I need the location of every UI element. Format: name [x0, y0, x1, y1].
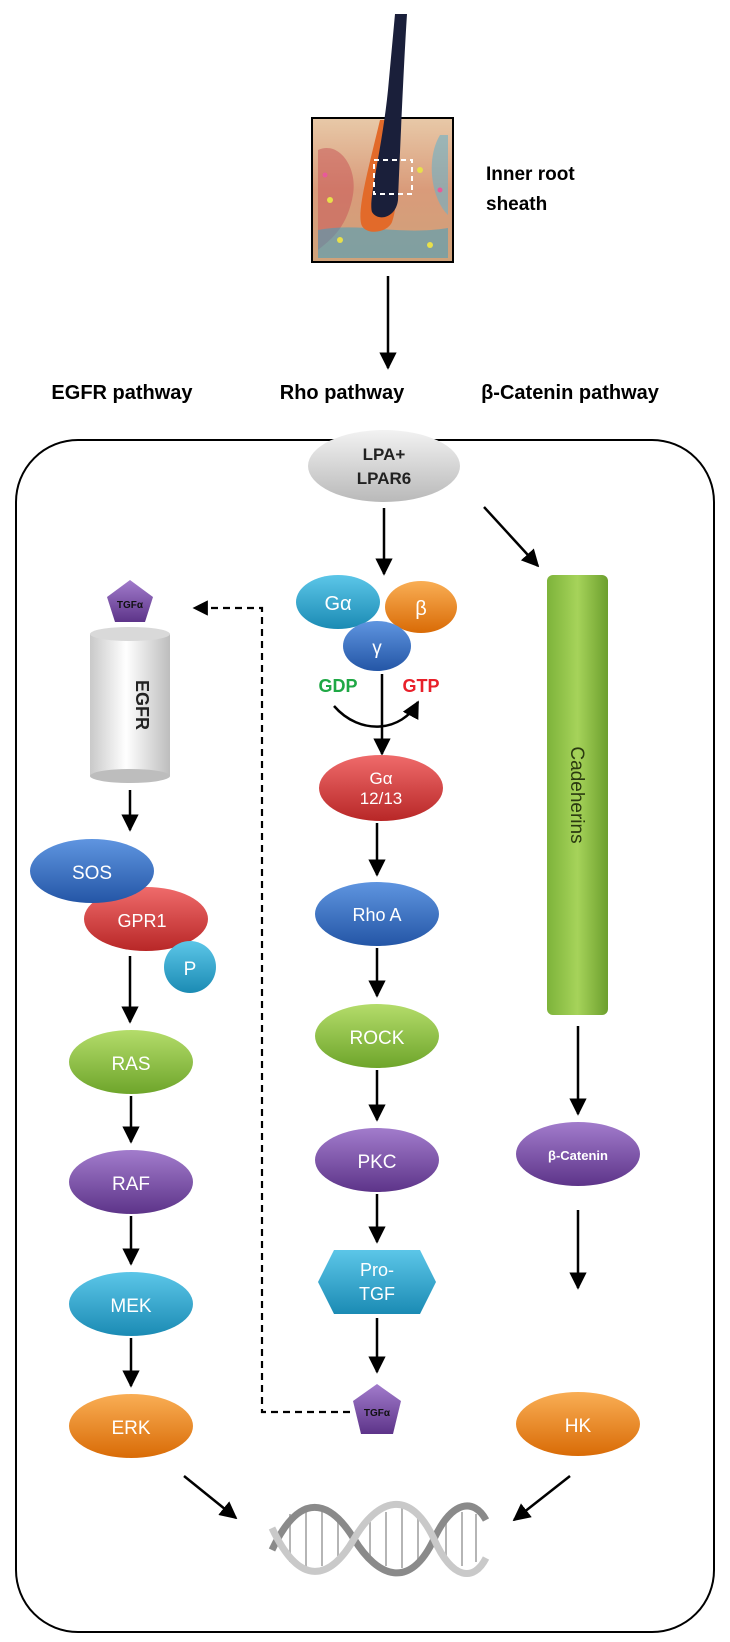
rock-node [315, 1004, 439, 1068]
g-alpha-1213-node [319, 755, 443, 821]
hk-label: HK [565, 1416, 592, 1437]
title-egfr-pathway: EGFR pathway [51, 382, 193, 404]
gpr1-label: GPR1 [117, 911, 166, 931]
arrow-receptor-to-cadherins [483, 506, 540, 568]
inset-label-line1: Inner root [486, 164, 575, 185]
ras-node [69, 1030, 193, 1094]
egfr-receptor-cylinder [90, 627, 170, 783]
tgfa-product-label: TGFα [364, 1408, 391, 1419]
hair-follicle-image [311, 14, 454, 263]
gpr1-node [84, 887, 208, 951]
title-rho-pathway: Rho pathway [280, 382, 405, 404]
g1213-label-line2: 12/13 [360, 789, 403, 808]
erk-label: ERK [111, 1418, 150, 1439]
hk-node [516, 1392, 640, 1456]
sos-node [30, 839, 154, 903]
pkc-node [315, 1128, 439, 1192]
mek-label: MEK [110, 1296, 152, 1317]
pkc-label: PKC [357, 1152, 396, 1173]
gdp-label: GDP [318, 676, 357, 696]
raf-label: RAF [112, 1174, 150, 1195]
arrow-hk-to-dna [512, 1475, 571, 1522]
protgf-label-line1: Pro- [360, 1260, 394, 1280]
rock-label: ROCK [350, 1028, 405, 1049]
pro-tgf-node [318, 1250, 436, 1314]
cadherins-label: Cadeherins [566, 746, 587, 843]
receptor-label-line1: LPA+ [363, 445, 406, 464]
tgfa-product-shape [353, 1384, 401, 1434]
g-gamma-label: γ [372, 638, 382, 659]
tgfa-ligand-label: TGFα [117, 600, 144, 611]
receptor-label-line2: LPAR6 [357, 469, 411, 488]
raf-node [69, 1150, 193, 1214]
cadherins-bar [547, 575, 608, 1015]
sos-label: SOS [72, 863, 112, 884]
title-catenin-pathway: β-Catenin pathway [481, 382, 660, 404]
dna-helix-icon [268, 1501, 490, 1577]
phospho-label: P [184, 959, 197, 980]
g-beta-subunit [385, 581, 457, 633]
tgfa-feedback-dashed-arrow [192, 600, 350, 1414]
g-alpha-label: Gα [324, 593, 351, 615]
lpa-lpar6-receptor [308, 430, 460, 502]
tgfa-ligand-shape [107, 580, 153, 622]
ras-label: RAS [111, 1054, 150, 1075]
arrow-erk-to-dna [183, 1475, 238, 1520]
erk-node [69, 1394, 193, 1458]
mek-node [69, 1272, 193, 1336]
g-beta-label: β [415, 598, 427, 620]
rhoa-label: Rho A [352, 905, 401, 925]
gdp-gtp-exchange-arrow [333, 700, 420, 728]
rhoa-node [315, 882, 439, 946]
egfr-receptor-label: EGFR [132, 680, 152, 730]
protgf-label-line2: TGF [359, 1284, 395, 1304]
g1213-label-line1: Gα [369, 769, 392, 788]
inset-label-line2: sheath [486, 194, 547, 215]
g-alpha-subunit [296, 575, 380, 629]
beta-catenin-label: β-Catenin [548, 1148, 608, 1163]
gtp-label: GTP [402, 676, 439, 696]
phospho-node [164, 941, 216, 993]
g-gamma-subunit [343, 621, 411, 671]
beta-catenin-node [516, 1122, 640, 1186]
